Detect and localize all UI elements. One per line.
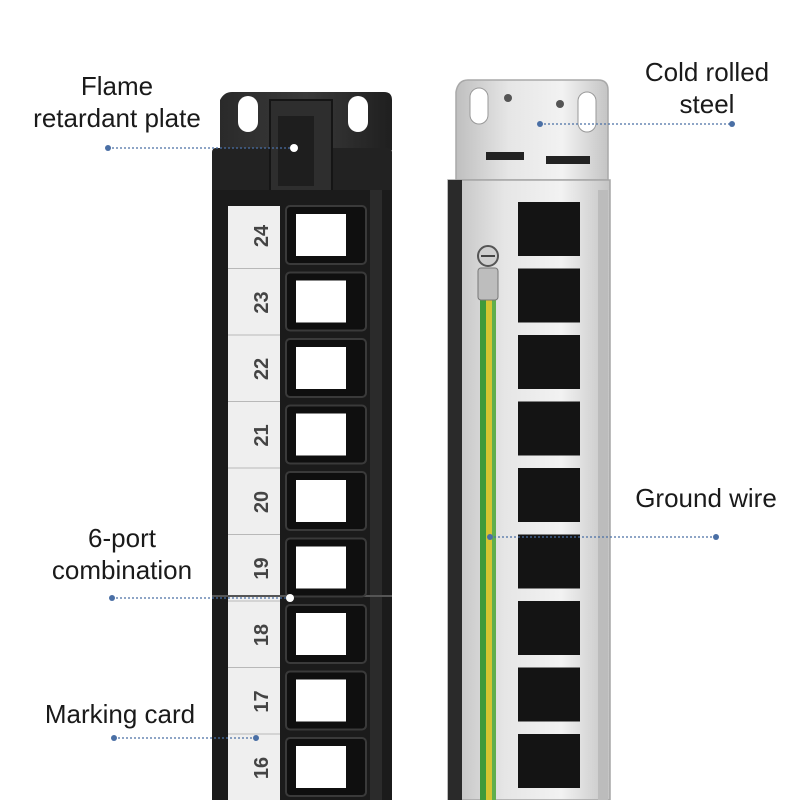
mount-hole-left-2: [348, 96, 368, 132]
callout-combo-line2: combination: [51, 555, 193, 585]
port-opening: [296, 214, 346, 256]
rivet: [556, 100, 564, 108]
port-number-label: 16: [251, 757, 273, 779]
port-number-label: 19: [251, 557, 273, 579]
ground-wire-green: [480, 290, 486, 800]
steel-port-window: [518, 667, 580, 722]
leader-dot: [537, 121, 543, 127]
ground-wire-green-2: [492, 290, 496, 800]
callout-flame-plate: Flame retardant plate: [14, 70, 220, 134]
port-number-label: 23: [251, 291, 273, 313]
port-opening: [296, 679, 346, 722]
port-number-label: 17: [251, 690, 273, 712]
callout-combo-line1: 6-port: [88, 523, 156, 553]
callout-flame-line2: retardant plate: [33, 103, 201, 133]
steel-side-rail: [448, 180, 462, 800]
leader-dot: [111, 735, 117, 741]
leader-dot: [105, 145, 111, 151]
steel-panel: [447, 79, 611, 800]
port-opening: [296, 746, 346, 788]
callout-6-port-combination: 6-port combination: [36, 522, 208, 586]
mount-hole-right-1: [469, 87, 489, 125]
steel-port-window: [518, 202, 580, 256]
leader-dot: [253, 735, 259, 741]
plastic-edge-strip: [370, 190, 382, 800]
steel-port-window: [518, 601, 580, 655]
leader-dot: [286, 594, 294, 602]
marking-card: [228, 206, 280, 800]
leader-dot: [290, 144, 298, 152]
callout-steel-line1: Cold rolled: [644, 57, 770, 87]
port-opening: [296, 546, 346, 589]
leader-dot: [713, 534, 719, 540]
callout-cold-rolled-steel: Cold rolled steel: [624, 56, 790, 120]
steel-port-window: [518, 534, 580, 589]
port-opening: [296, 347, 346, 389]
wire-crimp: [477, 267, 499, 301]
callout-flame-line1: Flame: [80, 71, 154, 101]
ground-wire-yellow: [486, 290, 492, 800]
steel-port-window: [518, 401, 580, 456]
slot: [486, 152, 524, 160]
mount-hole-right-2: [577, 91, 597, 133]
steel-port-window: [518, 468, 580, 522]
steel-port-window: [518, 268, 580, 323]
mount-hole-left-1: [238, 96, 258, 132]
port-opening: [296, 480, 346, 522]
port-number-label: 22: [251, 358, 273, 380]
leader-dot: [487, 534, 493, 540]
rivet: [504, 94, 512, 102]
callout-ground-wire: Ground wire: [635, 483, 777, 513]
steel-port-window: [518, 734, 580, 788]
callout-steel-line2: steel: [679, 89, 735, 119]
steel-side-rail-right: [598, 190, 608, 800]
port-opening: [296, 413, 346, 456]
port-number-label: 24: [251, 224, 273, 247]
steel-port-window: [518, 335, 580, 389]
port-number-label: 18: [251, 624, 273, 646]
slot: [546, 156, 590, 164]
leader-dot: [729, 121, 735, 127]
port-number-label: 21: [251, 424, 273, 446]
port-opening: [296, 613, 346, 655]
callout-marking-card: Marking card: [44, 699, 196, 729]
port-number-label: 20: [251, 491, 273, 513]
plastic-panel: 24 23 22 21 20 19 18 17 16: [212, 92, 392, 800]
port-opening: [296, 280, 346, 323]
leader-lines: [105, 121, 735, 741]
leader-dot: [109, 595, 115, 601]
